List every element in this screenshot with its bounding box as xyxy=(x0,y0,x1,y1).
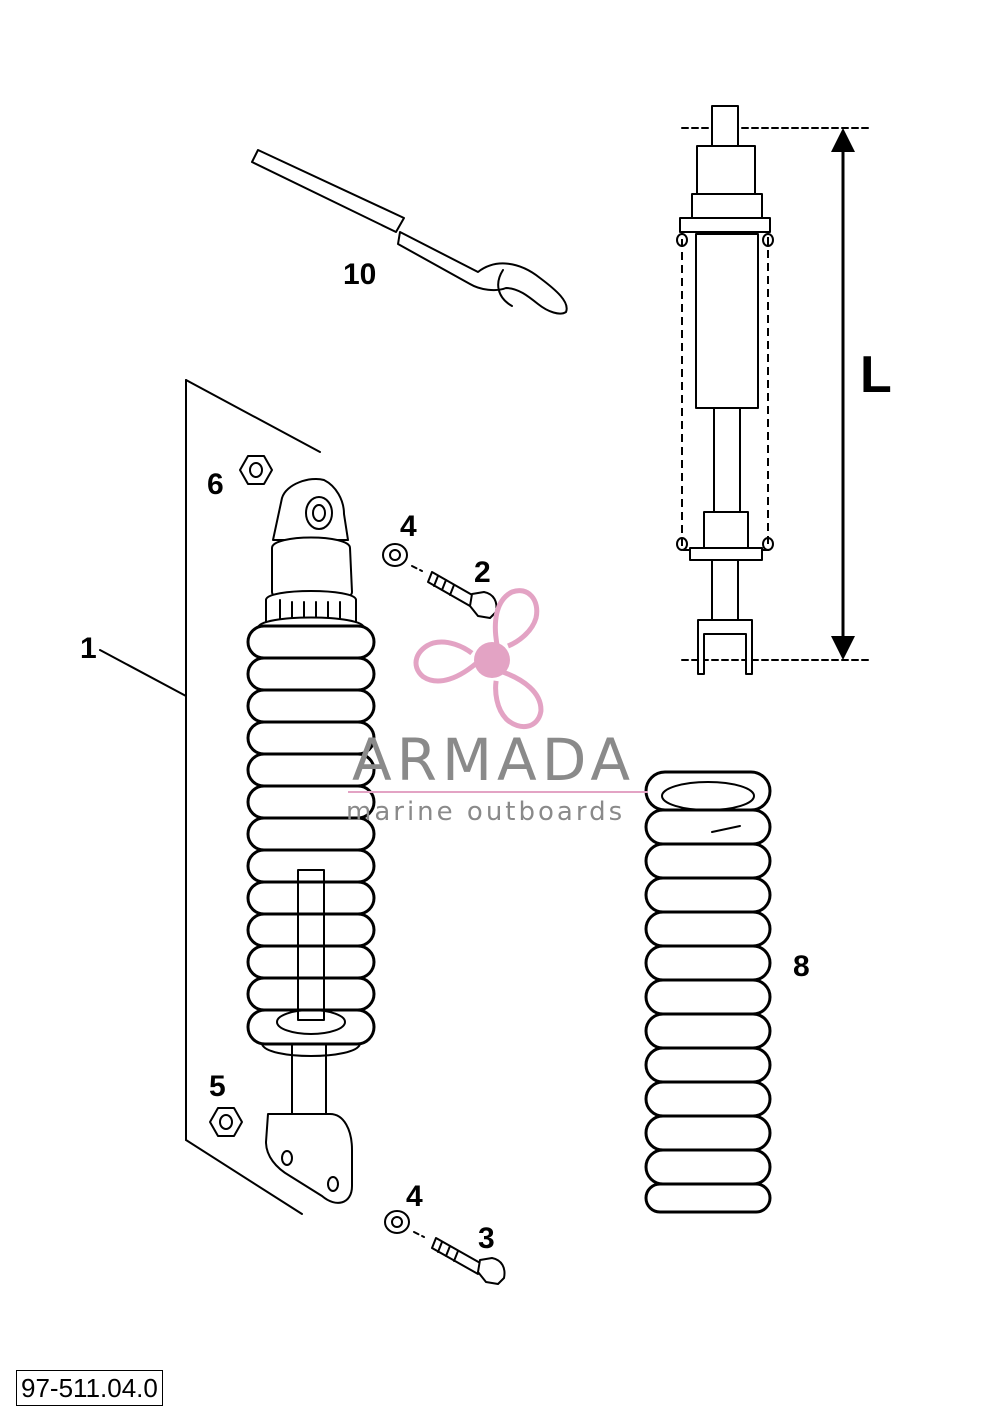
nut-part-5 xyxy=(209,1107,243,1137)
callout-part-3: 3 xyxy=(478,1222,495,1255)
watermark-brand-name: ARMADA xyxy=(352,726,635,794)
bolt-part-2 xyxy=(427,571,498,619)
watermark-tagline: marine outboards xyxy=(346,797,625,827)
assembly-bracket xyxy=(99,379,321,1215)
callout-part-4-upper: 4 xyxy=(400,510,417,543)
washer-part-4-upper xyxy=(382,543,423,572)
coil-spring-part-8 xyxy=(644,770,772,1214)
callout-part-2: 2 xyxy=(474,556,491,589)
nut-part-6 xyxy=(239,455,273,485)
callout-part-8: 8 xyxy=(793,950,810,983)
callout-part-1: 1 xyxy=(80,632,97,665)
bolt-part-3 xyxy=(431,1237,506,1285)
armada-watermark: ARMADA marine outboards xyxy=(346,588,648,827)
hook-wrench-part-10 xyxy=(251,149,568,315)
propeller-logo-icon xyxy=(413,588,544,730)
callout-part-10: 10 xyxy=(343,258,376,291)
shock-absorber-part-1 xyxy=(246,478,376,1204)
callout-part-4-lower: 4 xyxy=(406,1180,423,1213)
shock-length-drawing xyxy=(676,105,869,675)
dimension-label-length: L xyxy=(860,346,892,404)
coil-spring-on-shock xyxy=(246,624,376,1046)
callout-part-6: 6 xyxy=(207,468,224,501)
callout-part-5: 5 xyxy=(209,1070,226,1103)
washer-part-4-lower xyxy=(384,1210,425,1238)
document-reference-number: 97-511.04.0 xyxy=(16,1370,163,1406)
